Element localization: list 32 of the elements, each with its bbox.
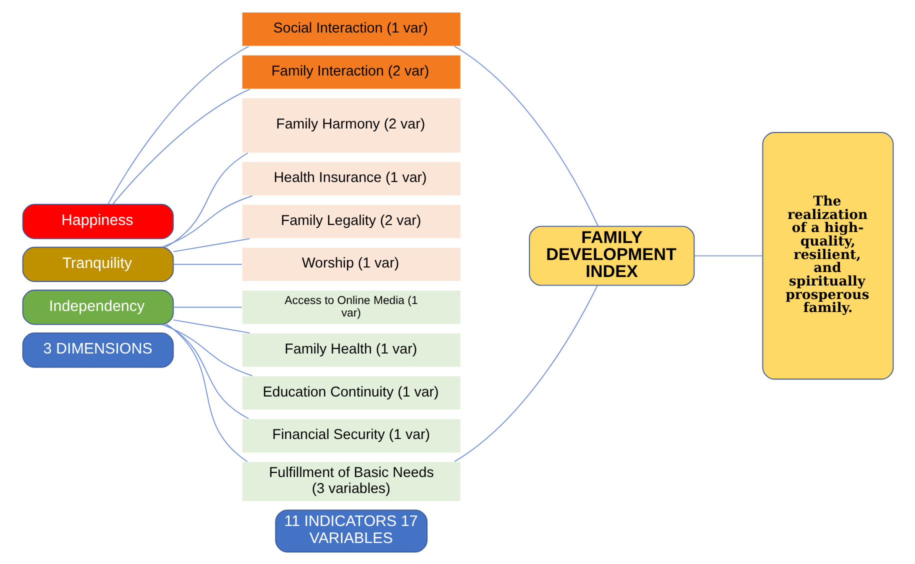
connector bbox=[172, 238, 250, 252]
node-box: Health Insurance (1 var) bbox=[240, 161, 461, 196]
node-box: Tranquility bbox=[22, 246, 174, 282]
node-box: Worship (1 var) bbox=[240, 246, 461, 282]
connector bbox=[172, 319, 250, 334]
connector bbox=[454, 285, 598, 462]
node-box: Family Harmony (2 var) bbox=[240, 97, 461, 154]
connector bbox=[172, 306, 242, 308]
node-box: Access to Online Media (1 var) bbox=[240, 290, 461, 325]
node-box: Independency bbox=[22, 290, 174, 325]
node-box: Education Continuity (1 var) bbox=[240, 375, 461, 411]
node-box: Fulfillment of Basic Needs (3 variables) bbox=[240, 461, 461, 502]
node-box: FAMILY DEVELOPMENT INDEX bbox=[528, 226, 694, 286]
connector bbox=[164, 152, 248, 248]
node-box: Social Interaction (1 var) bbox=[240, 12, 461, 47]
node-box: Financial Security (1 var) bbox=[240, 418, 461, 454]
node-box: Family Interaction (2 var) bbox=[240, 54, 461, 90]
connector bbox=[166, 324, 248, 462]
node-box: Family Legality (2 var) bbox=[240, 204, 461, 240]
connector bbox=[693, 255, 763, 256]
connector bbox=[160, 195, 252, 248]
node-box: The realization of a high-quality, resilient, and spiritually prosperous family. bbox=[762, 132, 894, 380]
connector bbox=[160, 324, 252, 376]
node-box: Happiness bbox=[22, 204, 174, 240]
connector bbox=[172, 264, 242, 265]
connector bbox=[106, 46, 249, 205]
node-box: 3 DIMENSIONS bbox=[22, 332, 174, 368]
connector bbox=[453, 46, 598, 227]
node-box: Family Health (1 var) bbox=[240, 332, 461, 368]
connector bbox=[164, 324, 249, 420]
connector bbox=[112, 88, 250, 205]
node-box: 11 INDICATORS 17 VARIABLES bbox=[274, 510, 428, 552]
